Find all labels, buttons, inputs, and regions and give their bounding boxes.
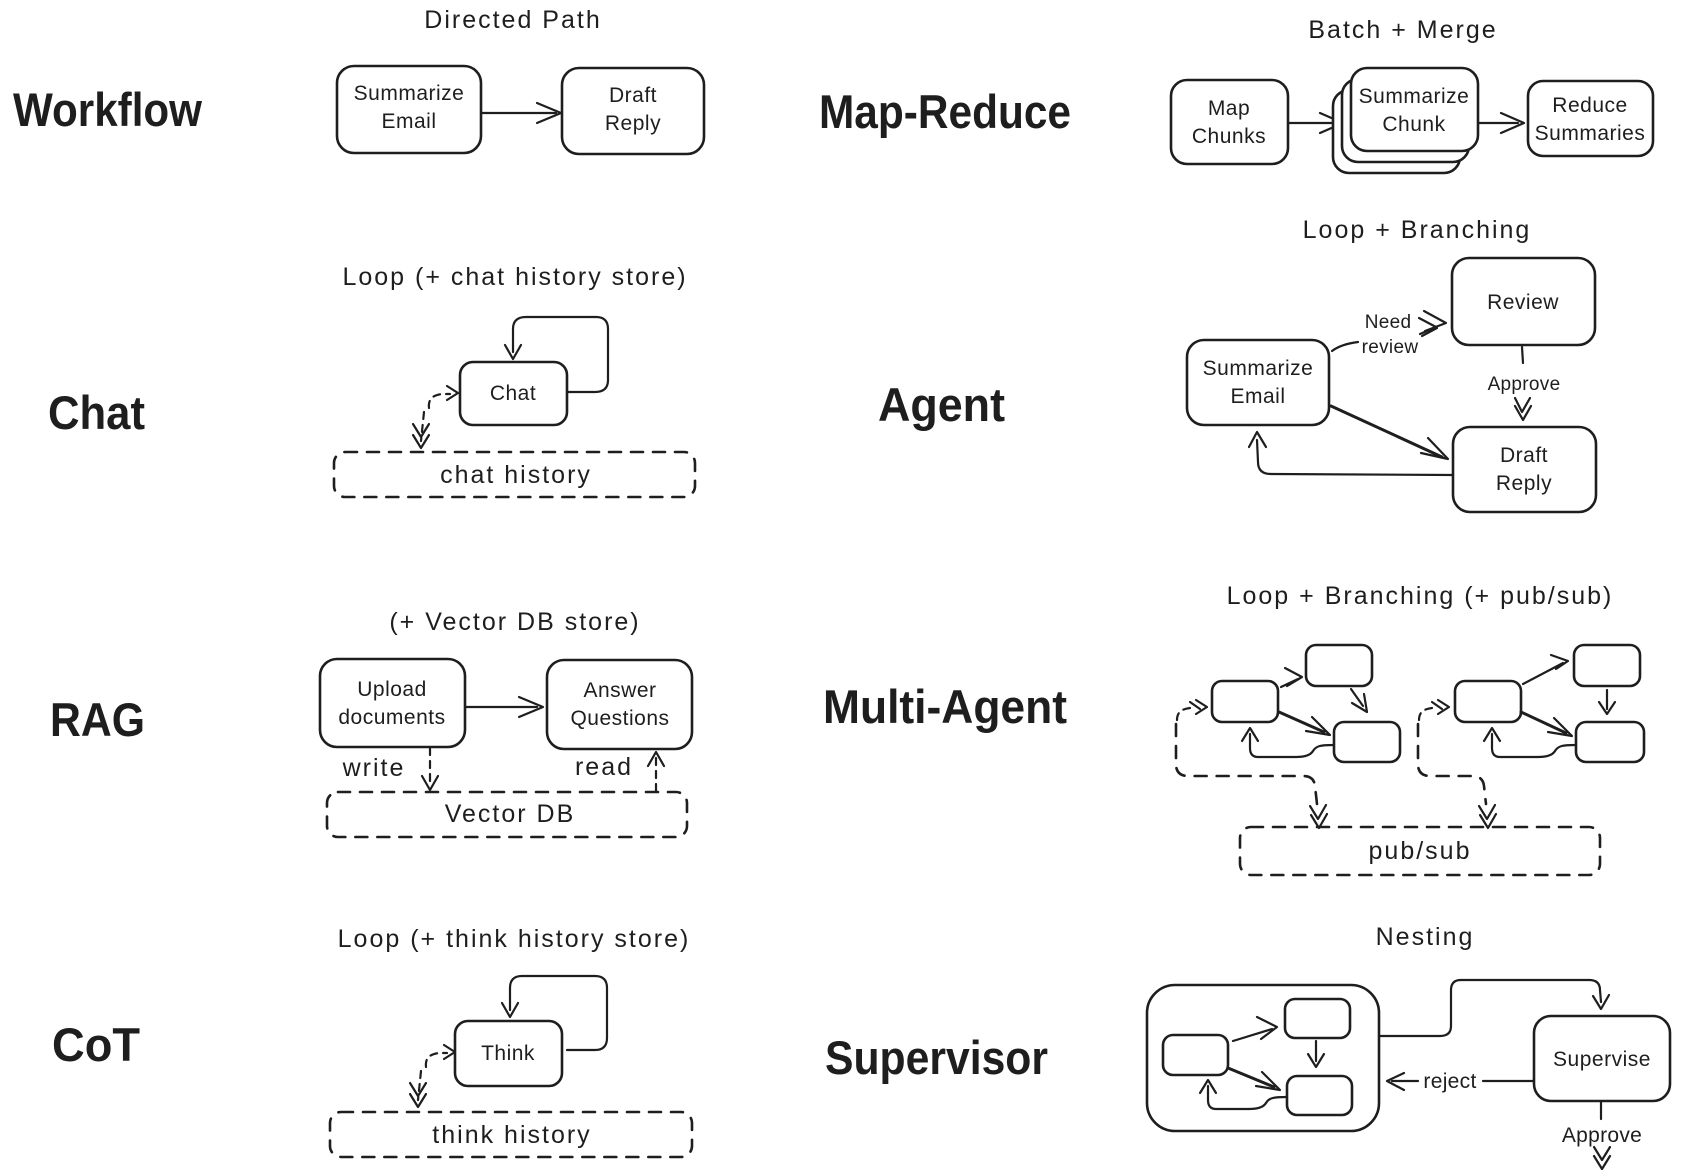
svg-text:write: write xyxy=(342,754,406,782)
svg-text:Loop + Branching (+ pub/sub): Loop + Branching (+ pub/sub) xyxy=(1227,582,1614,610)
svg-text:Email: Email xyxy=(1230,385,1285,408)
svg-text:Reduce: Reduce xyxy=(1552,94,1627,117)
svg-text:Summarize: Summarize xyxy=(1203,357,1314,380)
svg-text:Supervisor: Supervisor xyxy=(825,1031,1048,1084)
svg-text:Questions: Questions xyxy=(570,707,669,730)
svg-text:Draft: Draft xyxy=(1500,444,1548,467)
svg-text:Summaries: Summaries xyxy=(1535,122,1646,145)
svg-text:pub/sub: pub/sub xyxy=(1369,837,1472,865)
svg-text:Approve: Approve xyxy=(1562,1124,1642,1147)
svg-text:think history: think history xyxy=(432,1121,591,1149)
svg-text:Upload: Upload xyxy=(357,678,427,701)
svg-text:reject: reject xyxy=(1423,1070,1476,1093)
svg-text:Chunk: Chunk xyxy=(1382,113,1445,136)
svg-text:Answer: Answer xyxy=(583,679,656,702)
svg-text:Approve: Approve xyxy=(1488,374,1561,395)
svg-text:Loop (+ think history store): Loop (+ think history store) xyxy=(338,925,691,953)
svg-text:Supervise: Supervise xyxy=(1553,1048,1651,1071)
svg-text:Need: Need xyxy=(1365,312,1412,333)
svg-text:Chunks: Chunks xyxy=(1192,125,1266,148)
svg-text:Email: Email xyxy=(381,110,436,133)
svg-text:(+ Vector DB store): (+ Vector DB store) xyxy=(389,608,640,636)
svg-text:CoT: CoT xyxy=(52,1018,140,1071)
svg-text:Chat: Chat xyxy=(48,386,145,439)
svg-text:chat history: chat history xyxy=(440,461,592,489)
svg-text:Chat: Chat xyxy=(490,382,536,405)
svg-text:Reply: Reply xyxy=(1496,472,1552,495)
svg-text:Review: Review xyxy=(1487,291,1559,314)
svg-text:Reply: Reply xyxy=(605,112,661,135)
svg-text:Loop (+ chat history store): Loop (+ chat history store) xyxy=(342,263,687,291)
svg-text:Map-Reduce: Map-Reduce xyxy=(819,85,1071,138)
svg-text:Agent: Agent xyxy=(878,378,1005,431)
svg-text:Nesting: Nesting xyxy=(1376,923,1475,951)
svg-text:Summarize: Summarize xyxy=(1359,85,1470,108)
svg-text:Directed Path: Directed Path xyxy=(424,6,601,34)
svg-text:review: review xyxy=(1362,337,1419,358)
svg-text:Think: Think xyxy=(481,1042,535,1065)
svg-text:Map: Map xyxy=(1208,97,1250,120)
svg-text:documents: documents xyxy=(338,706,445,729)
svg-text:RAG: RAG xyxy=(50,693,145,746)
svg-text:Loop + Branching: Loop + Branching xyxy=(1303,216,1532,244)
svg-text:Multi-Agent: Multi-Agent xyxy=(823,680,1067,733)
svg-text:Batch + Merge: Batch + Merge xyxy=(1308,16,1497,44)
svg-text:Workflow: Workflow xyxy=(13,83,202,136)
svg-text:Vector DB: Vector DB xyxy=(445,800,576,828)
svg-text:Draft: Draft xyxy=(609,84,657,107)
svg-text:Summarize: Summarize xyxy=(354,82,465,105)
svg-text:read: read xyxy=(575,753,633,781)
